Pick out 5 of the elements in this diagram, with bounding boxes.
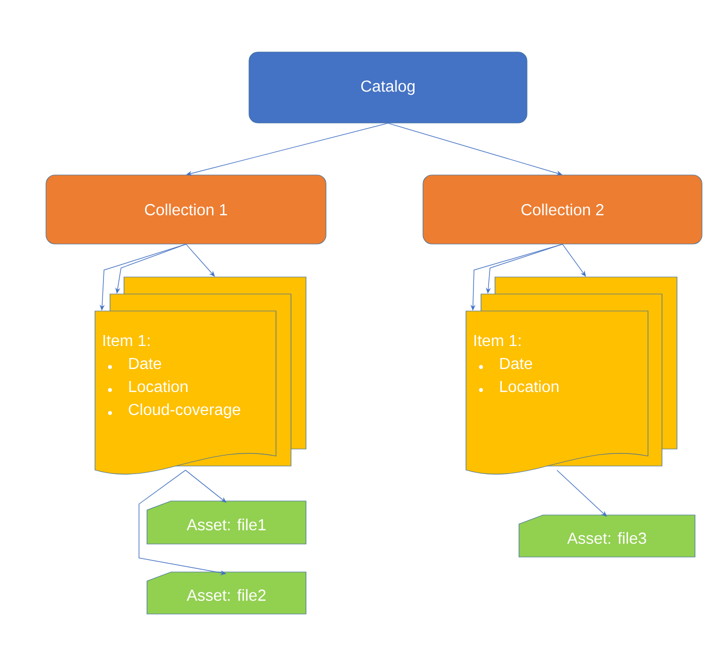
rounded-box: Catalog	[248, 52, 528, 124]
arrow	[556, 470, 607, 517]
rounded-box: Collection 1	[46, 174, 326, 244]
rounded-box: Collection 2	[422, 174, 702, 244]
arrow	[185, 470, 226, 503]
